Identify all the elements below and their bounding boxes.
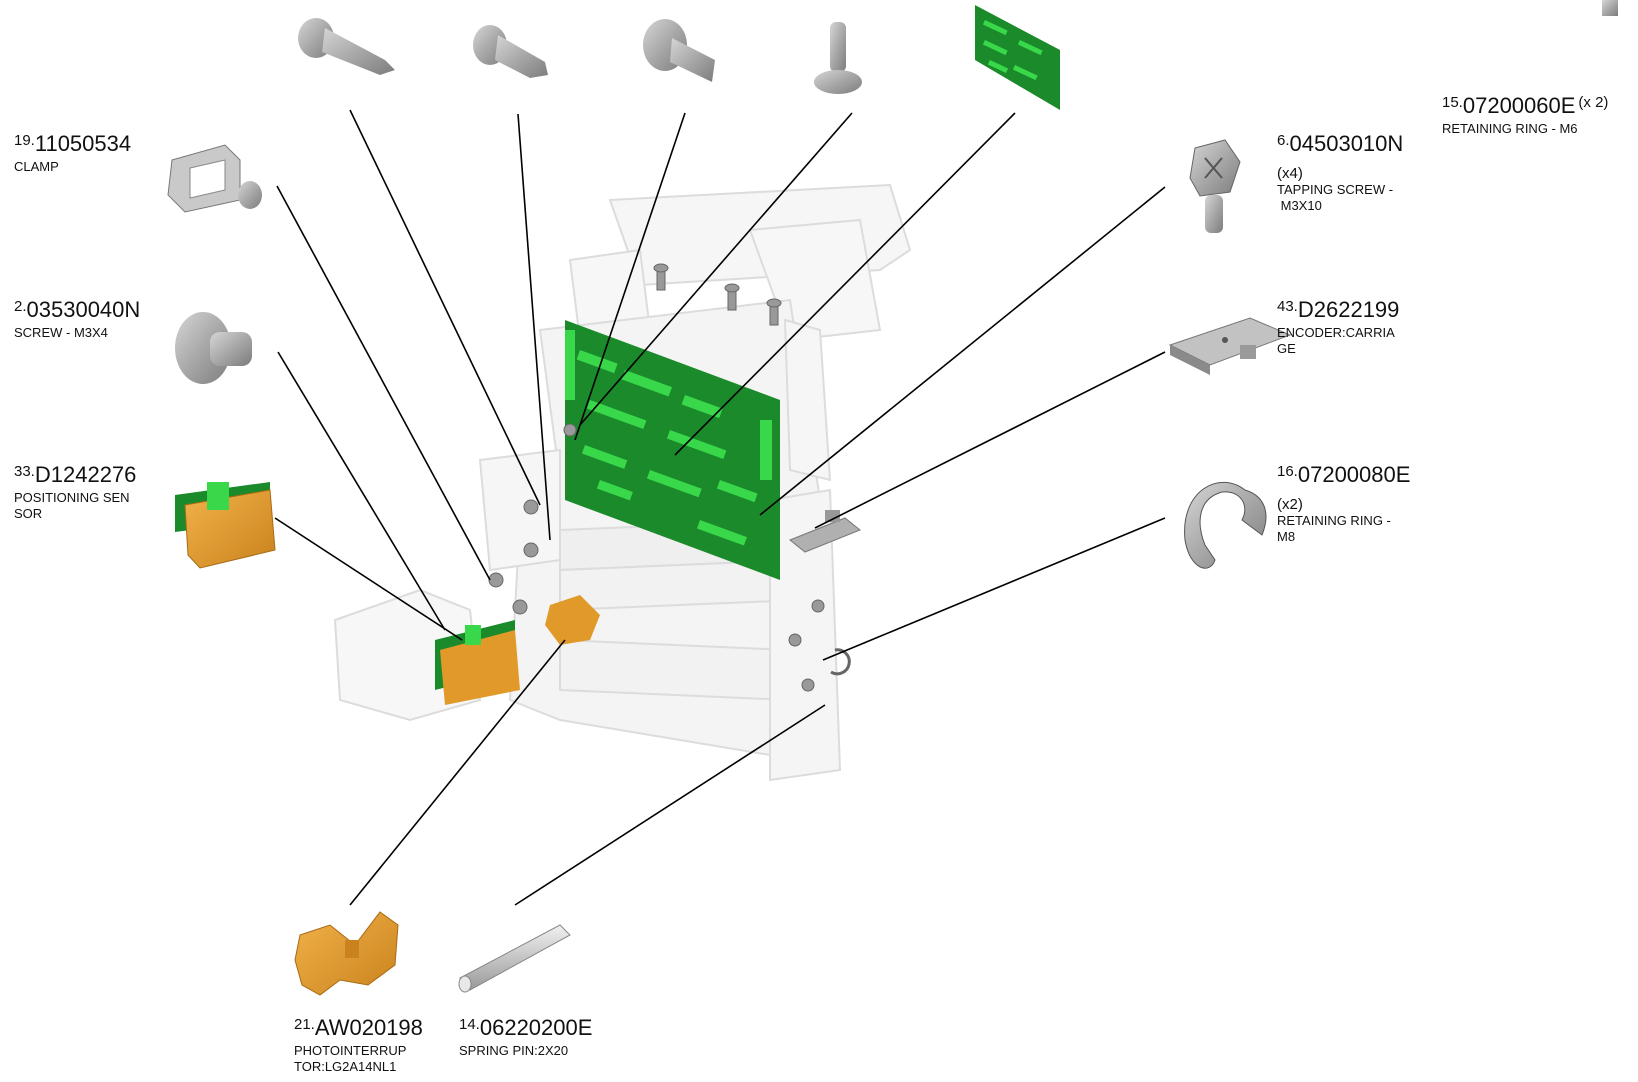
callout-33: 33.D1242276 POSITIONING SEN SOR (14, 463, 136, 522)
callout-6-description: TAPPING SCREW - M3X10 (1277, 182, 1403, 214)
callout-16-number: 16. (1277, 463, 1298, 480)
callout-19-description: CLAMP (14, 158, 59, 174)
callout-2-part-number: 03530040N (26, 297, 141, 322)
callout-33-description-line1: POSITIONING SEN (14, 489, 130, 505)
callout-19-part-number: 11050534 (34, 131, 132, 156)
positioning-sensor-part (175, 482, 276, 569)
callout-33-part-number: D1242276 (34, 462, 137, 487)
callout-33-description-line2: SOR (14, 505, 43, 521)
top-right-partial-part (1602, 0, 1618, 16)
screw-top-1 (298, 18, 395, 75)
callout-43-part-number: D2622199 (1297, 297, 1400, 322)
callout-43-description-line1: ENCODER:CARRIA (1277, 324, 1395, 340)
leader-lines (274, 109, 1166, 906)
callout-21-description-line1: PHOTOINTERRUP (294, 1042, 407, 1058)
callout-6-part-number: 04503010N (1289, 131, 1404, 156)
tapping-screw-part (1189, 139, 1241, 233)
callout-43-description-line2: GE (1277, 340, 1296, 356)
callout-15-number: 15. (1442, 94, 1463, 111)
screw-top-4 (814, 22, 862, 94)
callout-16-part-number: 07200080E (1297, 462, 1411, 487)
encoder-assembled (789, 510, 861, 553)
retaining-ring-m8-part (1184, 481, 1267, 569)
callout-19: 19.11050534 CLAMP (14, 132, 131, 175)
photointerrupter-part (294, 911, 399, 996)
callout-14: 14.06220200E SPRING PIN:2X20 (459, 1016, 592, 1059)
pcb-board-assembled (565, 320, 780, 580)
callout-21-part-number: AW020198 (314, 1015, 423, 1040)
callout-43-description: ENCODER:CARRIA GE (1277, 325, 1399, 357)
callout-33-number: 33. (14, 463, 35, 480)
encoder-carriage-part (1168, 317, 1292, 375)
callout-21-description: PHOTOINTERRUP TOR:LG2A14NL1 (294, 1043, 423, 1075)
callout-6-description-line2: M3X10 (1277, 197, 1322, 213)
callout-14-description: SPRING PIN:2X20 (459, 1042, 569, 1058)
callout-43-number: 43. (1277, 298, 1298, 315)
callout-14-part-number: 06220200E (479, 1015, 593, 1040)
callout-16-description: RETAINING RING - M8 (1277, 513, 1410, 545)
callout-16-description-line2: M8 (1277, 528, 1296, 544)
callout-2-description: SCREW - M3X4 (14, 324, 108, 340)
callout-6-number: 6. (1277, 132, 1290, 149)
callout-2: 2.03530040N SCREW - M3X4 (14, 298, 140, 341)
callout-15-part-number: 07200060E (1462, 93, 1576, 118)
callout-21-description-line2: TOR:LG2A14NL1 (294, 1058, 397, 1074)
callout-14-number: 14. (459, 1016, 480, 1033)
callout-19-number: 19. (14, 132, 35, 149)
callout-6-description-line1: TAPPING SCREW - (1277, 181, 1394, 197)
spring-pin-part (458, 924, 571, 993)
callout-15-quantity: (x 2) (1578, 94, 1609, 111)
callout-16-quantity: (x2) (1277, 495, 1303, 513)
callout-6: 6.04503010N (x4) TAPPING SCREW - M3X10 (1277, 132, 1403, 214)
callout-33-description: POSITIONING SEN SOR (14, 490, 136, 522)
photointerrupter-assembled (545, 595, 600, 645)
assembly-retaining-ring (830, 648, 851, 676)
callout-43: 43.D2622199 ENCODER:CARRIA GE (1277, 298, 1399, 357)
positioning-sensor-assembled (435, 620, 520, 705)
callout-16-description-line1: RETAINING RING - (1277, 512, 1391, 528)
screw-m3x4-part (175, 312, 252, 384)
callout-21-number: 21. (294, 1016, 315, 1033)
callout-2-number: 2. (14, 298, 27, 315)
callout-15-description: RETAINING RING - M6 (1442, 120, 1578, 136)
clamp-part (167, 144, 262, 213)
assembly-screws (488, 263, 825, 692)
pcb-board-exploded (975, 5, 1060, 110)
callout-16: 16.07200080E (x2) RETAINING RING - M8 (1277, 463, 1410, 545)
callout-6-quantity: (x4) (1277, 164, 1303, 182)
callout-21: 21.AW020198 PHOTOINTERRUP TOR:LG2A14NL1 (294, 1016, 423, 1075)
screw-top-2 (473, 25, 548, 78)
callout-15: 15.07200060E(x 2) RETAINING RING - M6 (1442, 94, 1608, 137)
screw-top-3 (643, 19, 715, 82)
